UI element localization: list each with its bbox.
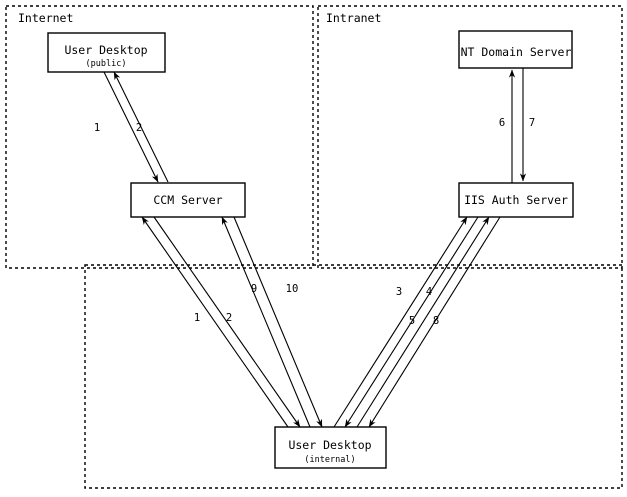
node-nt-domain-server-title: NT Domain Server [461,45,572,59]
flow-label-2-public: 2 [136,122,142,134]
node-user-desktop-internal[interactable]: User Desktop (internal) [274,426,387,469]
node-user-desktop-public-title: User Desktop [64,43,147,57]
flow-label-1-internal: 1 [194,312,200,324]
zone-intranet-label: Intranet [326,11,381,25]
node-nt-domain-server-box[interactable] [458,30,573,69]
node-iis-auth-server-title: IIS Auth Server [464,193,568,207]
flow-label-5: 5 [409,315,415,327]
node-user-desktop-public-subtitle: (public) [86,59,127,69]
flow-label-7: 7 [529,117,535,129]
node-user-desktop-public[interactable]: User Desktop (public) [47,32,166,73]
node-nt-domain-server[interactable]: NT Domain Server [458,30,573,69]
node-ccm-server[interactable]: CCM Server [130,182,246,218]
flow-line-1-public [103,71,159,183]
flow-label-4: 4 [426,286,432,298]
node-ccm-server-title: CCM Server [153,193,222,207]
zone-internal-boundary [84,264,623,489]
flow-label-9: 9 [251,283,257,295]
flow-label-1-public: 1 [94,122,100,134]
flow-line-8 [368,216,501,428]
flow-label-2-internal: 2 [226,312,232,324]
flow-label-6: 6 [499,117,505,129]
flow-label-8: 8 [433,315,439,327]
flow-label-10: 10 [286,283,299,295]
flow-line-1-internal [141,216,289,428]
zone-internet-boundary [5,5,314,269]
flow-line-5 [356,216,490,428]
flow-line-4 [344,216,479,428]
node-iis-auth-server[interactable]: IIS Auth Server [458,182,574,218]
node-user-desktop-internal-subtitle: (internal) [304,455,355,465]
zone-intranet-boundary [317,5,623,269]
node-user-desktop-public-box[interactable] [47,32,166,73]
node-user-desktop-internal-box[interactable] [274,426,387,469]
node-user-desktop-internal-title: User Desktop [288,438,371,452]
flow-line-10 [233,216,323,428]
flow-line-9 [221,216,311,428]
node-ccm-server-box[interactable] [130,182,246,218]
flow-label-3: 3 [396,286,402,298]
flow-line-2-public [113,71,169,183]
flow-line-2-internal [153,216,301,428]
node-iis-auth-server-box[interactable] [458,182,574,218]
flow-line-3 [333,216,468,428]
zone-internet-label: Internet [18,11,73,25]
